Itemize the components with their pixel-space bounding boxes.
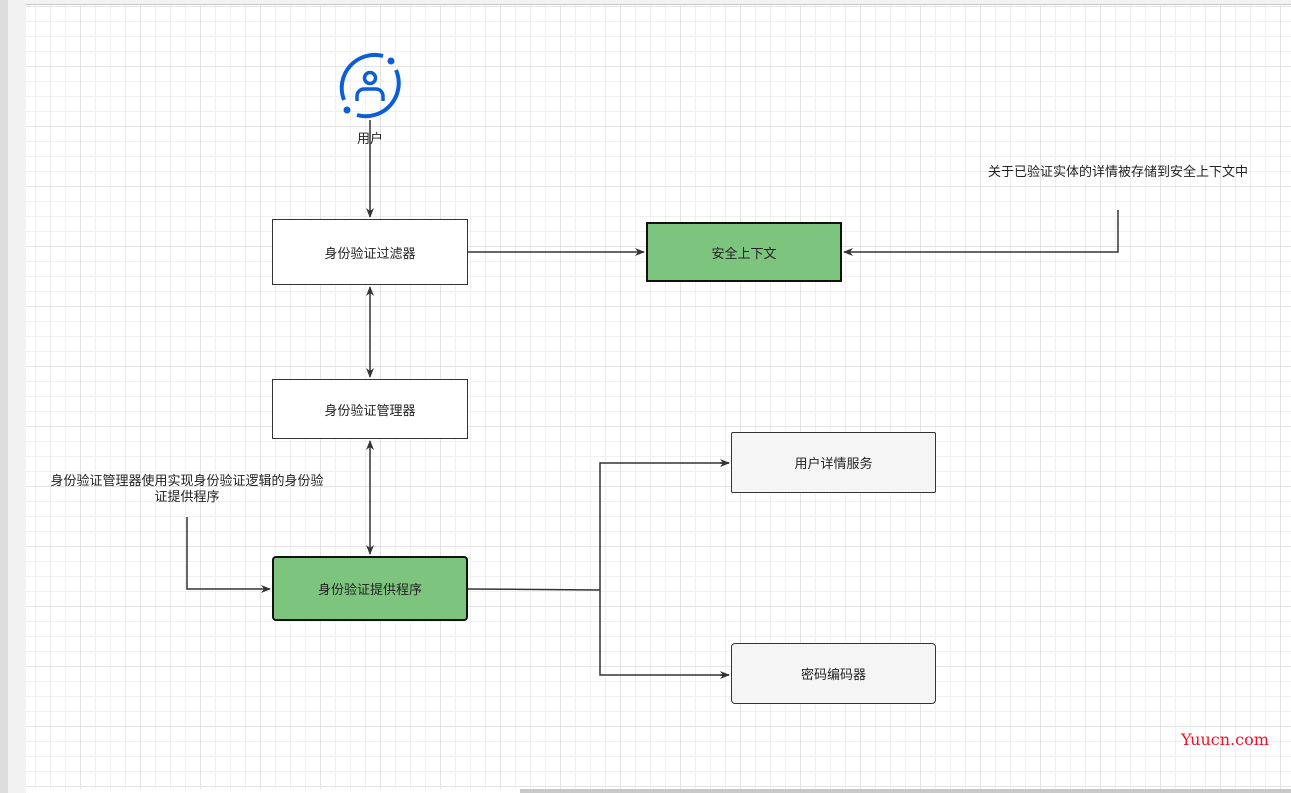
user-icon bbox=[339, 52, 401, 119]
provider-note-line2: 证提供程序 bbox=[154, 490, 220, 505]
auth-manager-node[interactable]: 身份验证管理器 bbox=[272, 379, 468, 439]
auth-provider-node[interactable]: 身份验证提供程序 bbox=[272, 556, 468, 621]
context-note: 关于已验证实体的详情被存储到安全上下文中 bbox=[987, 165, 1248, 180]
top-toolbar-edge bbox=[0, 0, 1291, 5]
edge-note-to-context bbox=[843, 210, 1119, 256]
left-gutter bbox=[0, 0, 26, 793]
security-context-node[interactable]: 安全上下文 bbox=[646, 222, 842, 282]
edge-note-to-provider bbox=[186, 517, 271, 593]
user-details-service-node[interactable]: 用户详情服务 bbox=[731, 432, 936, 493]
auth-filter-node[interactable]: 身份验证过滤器 bbox=[272, 219, 468, 285]
edge-provider-to-services bbox=[467, 462, 729, 676]
horizontal-scrollbar[interactable] bbox=[520, 789, 1291, 793]
password-encoder-node[interactable]: 密码编码器 bbox=[731, 643, 936, 704]
watermark: Yuucn.com bbox=[1181, 730, 1269, 749]
user-label: 用户 bbox=[356, 132, 383, 147]
diagram-canvas[interactable] bbox=[26, 5, 1291, 789]
provider-note-line1: 身份验证管理器使用实现身份验证逻辑的身份验 bbox=[50, 474, 324, 489]
